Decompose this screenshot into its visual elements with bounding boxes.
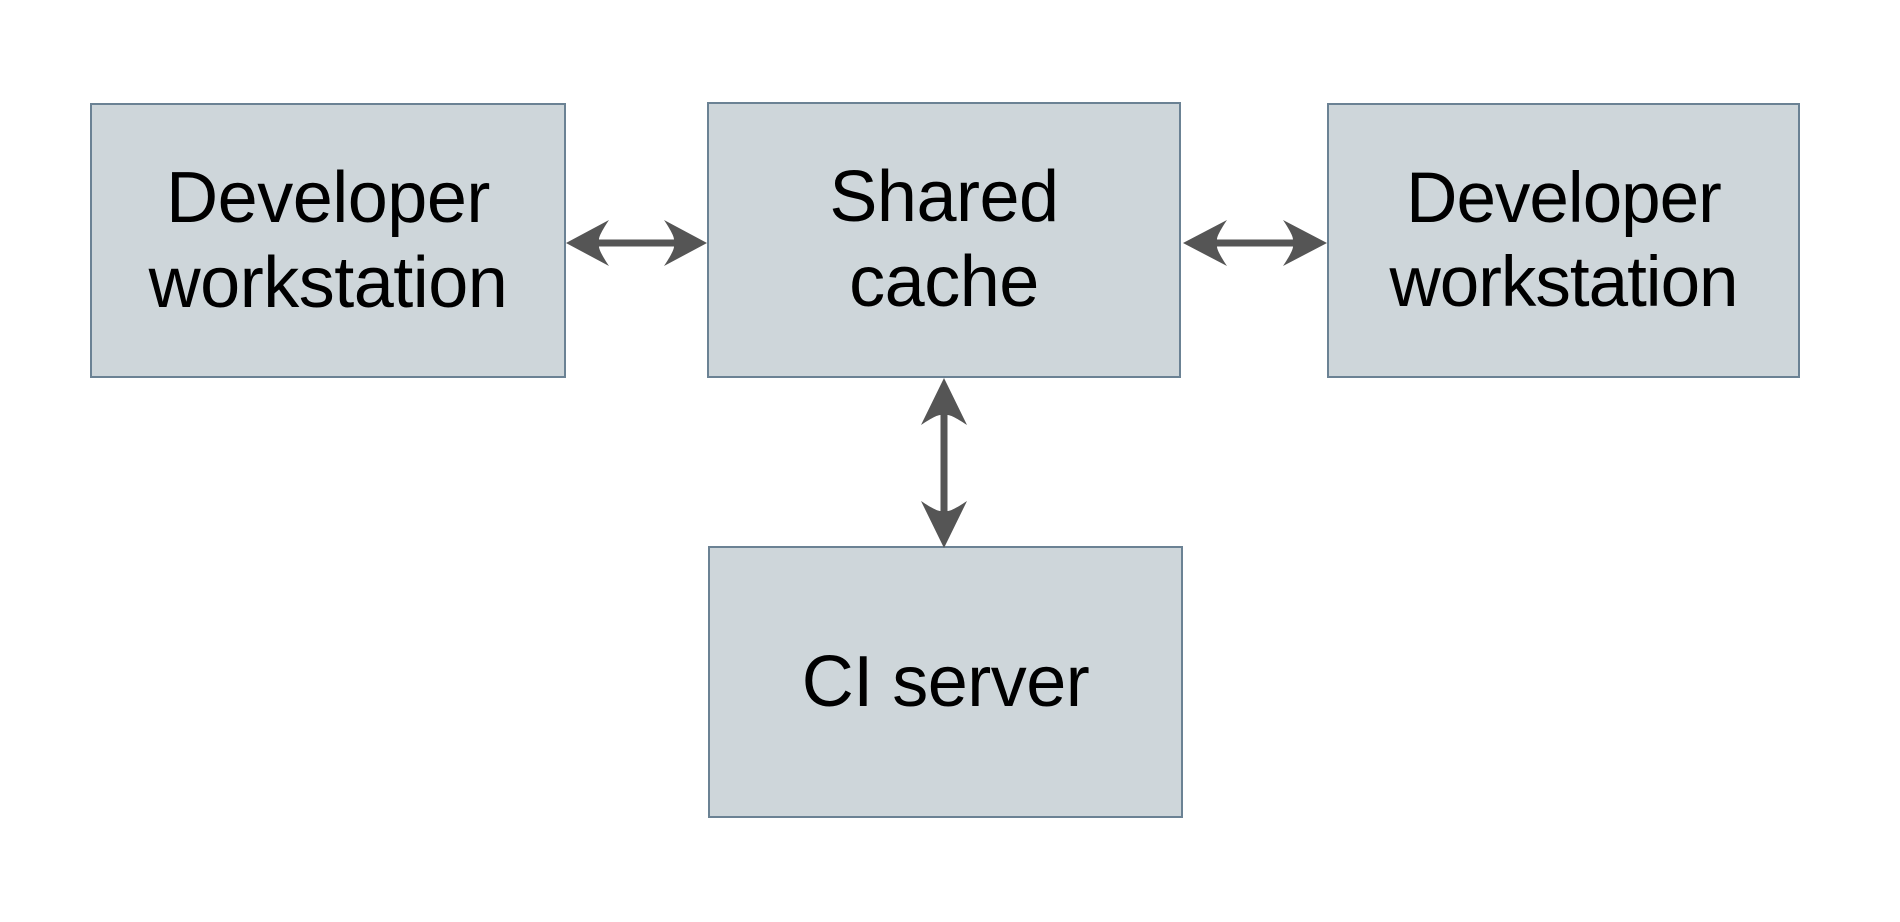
node-label: Developer workstation [1389,158,1738,322]
node-developer-workstation-left[interactable]: Developer workstation [90,103,566,378]
node-label: Developer workstation [148,157,508,323]
edge-shared-cache-to-developer-workstation-right [1180,212,1330,274]
node-label: Shared cache [829,157,1059,322]
double-headed-arrow-icon [1183,220,1327,266]
edge-developer-workstation-left-to-shared-cache [563,212,710,274]
node-shared-cache[interactable]: Shared cache [707,102,1181,378]
double-headed-arrow-icon [566,220,707,266]
node-ci-server[interactable]: CI server [708,546,1183,818]
edge-shared-cache-to-ci-server [913,375,975,551]
node-developer-workstation-right[interactable]: Developer workstation [1327,103,1800,378]
node-label: CI server [801,641,1090,722]
double-headed-arrow-icon [921,378,967,548]
